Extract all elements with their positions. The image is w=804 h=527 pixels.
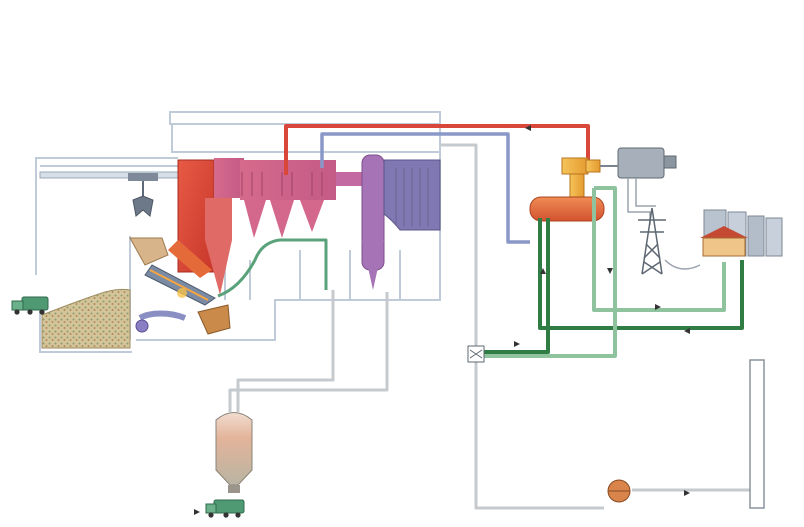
ash-silo-icon xyxy=(215,412,253,493)
electrostatic-filter-icon xyxy=(361,154,385,290)
flue-gas-scrubber-icon xyxy=(383,159,441,231)
condensate-return-line xyxy=(320,132,530,244)
generator-icon xyxy=(600,147,677,225)
chimney-icon xyxy=(749,359,765,509)
steam-line xyxy=(284,124,590,175)
garbage-truck-icon xyxy=(11,296,49,315)
flow-arrows xyxy=(194,125,690,515)
power-pylon-icon xyxy=(638,207,701,275)
waste-pile-icon xyxy=(41,288,131,349)
condenser-icon xyxy=(529,196,605,222)
district-heating-supply-line xyxy=(484,218,744,354)
ash-truck-icon xyxy=(205,499,245,518)
district-heating-city-icon xyxy=(700,209,783,257)
boiler-icon xyxy=(205,158,364,295)
district-heating-return-line xyxy=(484,186,726,358)
ash-conveyor-line xyxy=(217,238,328,298)
flue-fan-icon xyxy=(607,479,631,503)
feed-hopper-icon xyxy=(129,237,169,266)
heat-exchanger-icon xyxy=(467,345,485,363)
crane-grab-icon xyxy=(39,171,179,217)
steam-turbine-icon xyxy=(561,157,601,201)
